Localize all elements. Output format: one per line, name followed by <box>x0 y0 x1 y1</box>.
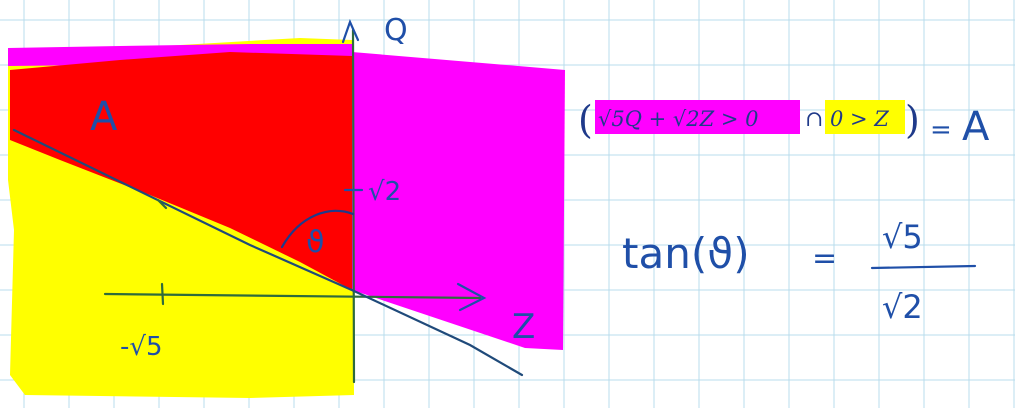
tan-lhs: tan(ϑ) <box>622 229 750 278</box>
x-axis <box>103 292 482 300</box>
y-tick-label: √2 <box>368 177 401 207</box>
angle-label: ϑ <box>306 225 325 260</box>
tan-equation: tan(ϑ) = √5 √2 <box>622 218 977 326</box>
y-axis-label: Q <box>384 13 408 48</box>
tan-numerator: √5 <box>882 218 923 256</box>
shaded-regions <box>8 38 565 398</box>
x-tick-label: -√5 <box>120 332 163 362</box>
y-axis-arrow <box>341 19 360 44</box>
formula-highlight-magenta <box>595 100 800 134</box>
formula-highlight-yellow <box>825 100 905 134</box>
region-label-a: A <box>90 94 118 140</box>
x-tick <box>160 282 165 306</box>
boundary-line <box>12 128 524 377</box>
x-axis-label: Z <box>512 307 535 347</box>
formula-equals: = <box>930 115 952 145</box>
formula-term2: 0 > Z <box>830 107 889 131</box>
axes <box>12 19 524 384</box>
formula-open-paren: ( <box>578 98 593 142</box>
fraction-bar <box>870 264 977 270</box>
x-axis-arrow <box>456 282 487 312</box>
line-tick <box>156 198 168 210</box>
tan-equals: = <box>812 241 837 276</box>
magenta-region <box>352 52 565 350</box>
angle-arc <box>280 209 355 249</box>
y-axis <box>351 28 356 384</box>
formula-intersect: ∩ <box>805 107 823 132</box>
formula-close-paren: ) <box>905 98 920 142</box>
red-region <box>10 52 352 290</box>
formula: ( √5Q + √2Z > 0 ∩ 0 > Z ) = A <box>578 98 990 150</box>
formula-term1: √5Q + √2Z > 0 <box>598 107 759 131</box>
formula-result: A <box>962 104 990 150</box>
tan-denominator: √2 <box>882 288 923 326</box>
